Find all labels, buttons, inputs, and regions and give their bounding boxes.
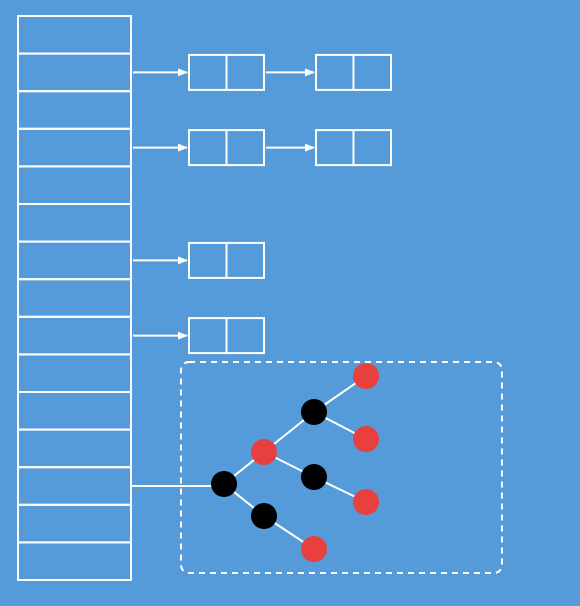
- bucket-array: [17, 15, 132, 582]
- black-tree-node: [301, 399, 327, 425]
- bucket-cell: [17, 240, 132, 281]
- bucket-cell: [17, 391, 132, 431]
- bucket-cell: [17, 353, 132, 393]
- red-tree-node: [251, 439, 277, 465]
- list-node: [188, 53, 265, 91]
- black-tree-node: [211, 471, 237, 497]
- list-node: [188, 241, 265, 279]
- bucket-cell: [17, 203, 132, 243]
- red-black-tree: [131, 361, 503, 574]
- red-tree-node: [301, 536, 327, 562]
- tree-container-border: [180, 361, 503, 574]
- list-node: [188, 317, 265, 355]
- list-node: [315, 53, 392, 91]
- list-node: [315, 129, 392, 167]
- bucket-cell: [17, 90, 132, 130]
- linked-lists: [133, 53, 392, 355]
- black-tree-node: [301, 464, 327, 490]
- bucket-cell: [17, 315, 132, 356]
- bucket-cell: [17, 428, 132, 469]
- bucket-cell: [17, 15, 132, 55]
- bucket-cell: [17, 52, 132, 93]
- bucket-cell: [17, 503, 132, 544]
- bucket-cell: [17, 541, 132, 582]
- bucket-cell: [17, 278, 132, 318]
- red-tree-node: [353, 489, 379, 515]
- bucket-cell: [17, 127, 132, 168]
- black-tree-node: [251, 503, 277, 529]
- red-tree-node: [353, 426, 379, 452]
- red-tree-node: [353, 363, 379, 389]
- list-node: [188, 129, 265, 167]
- bucket-cell: [17, 466, 132, 506]
- bucket-cell: [17, 165, 132, 205]
